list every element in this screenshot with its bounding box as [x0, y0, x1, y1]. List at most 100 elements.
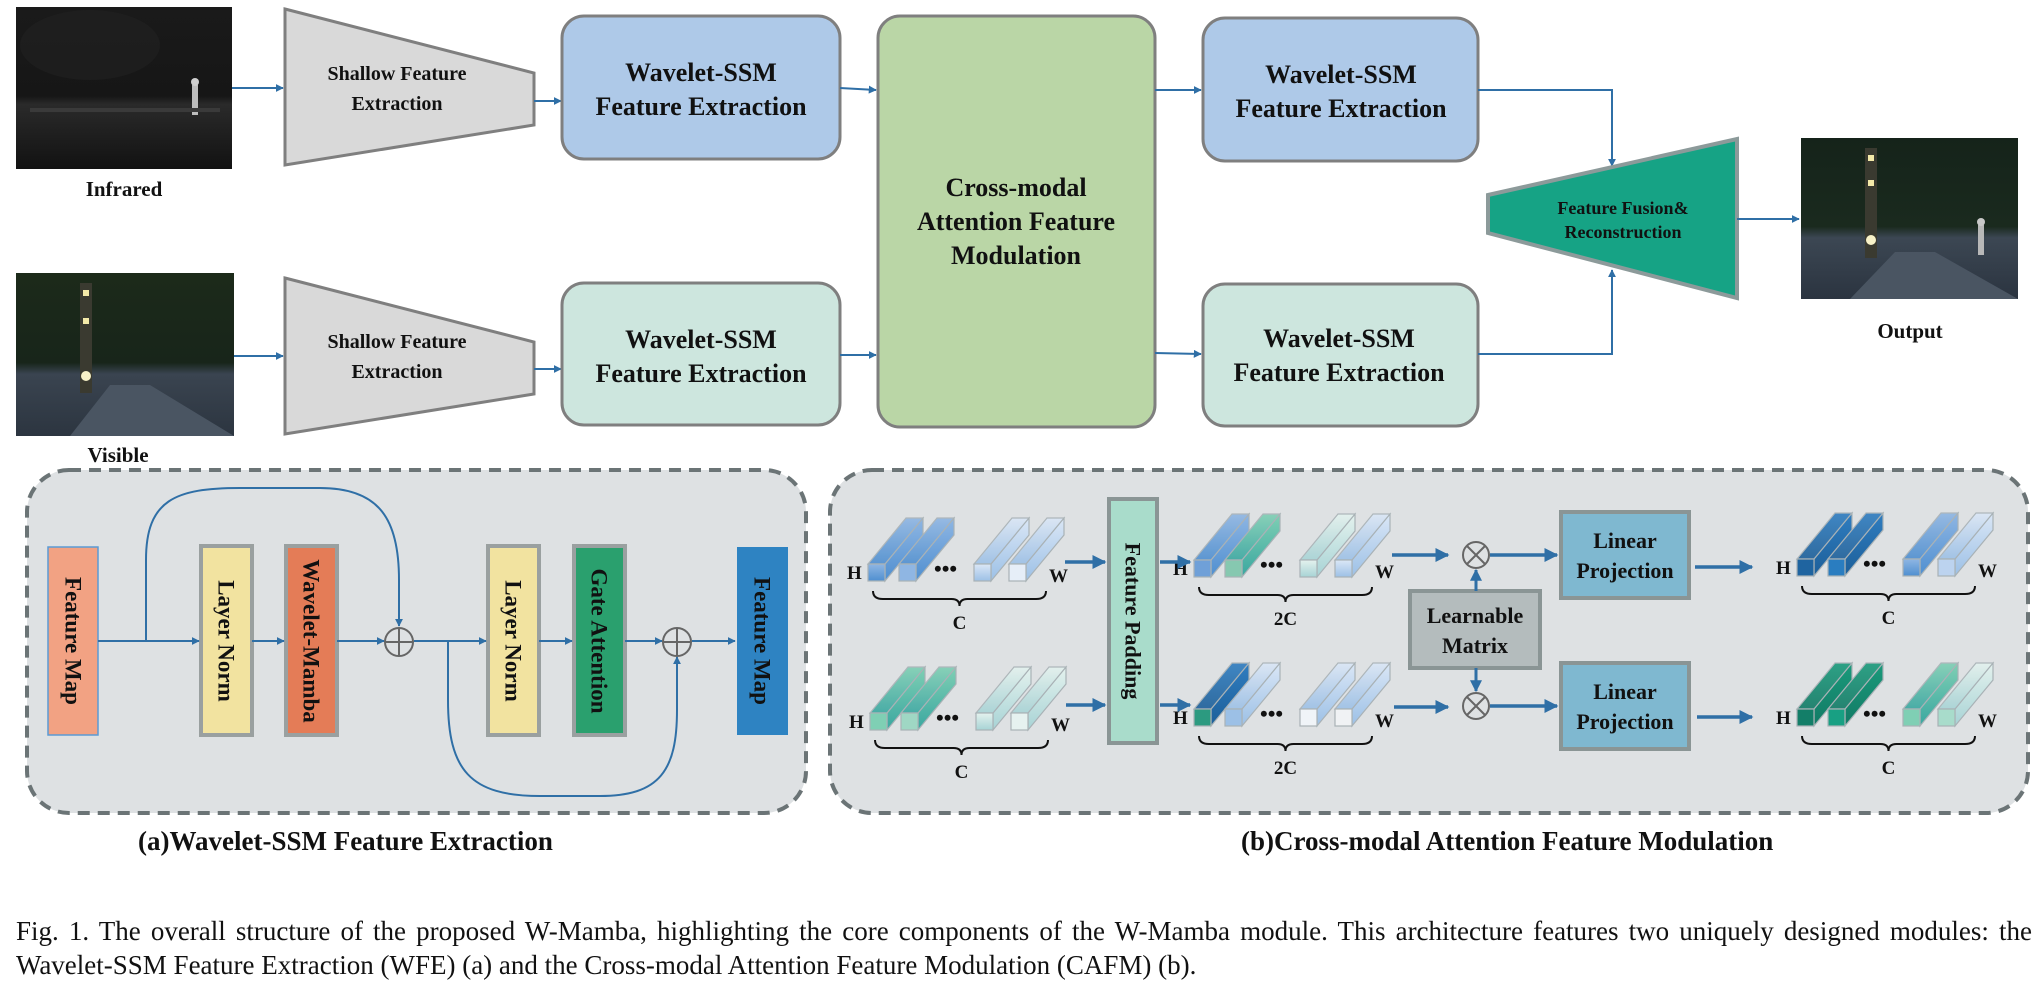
tensor-brace — [1801, 585, 1976, 602]
multiply-operator-vis — [1462, 692, 1490, 720]
tensor-bar-front — [1334, 559, 1353, 578]
tensor-dim-h: H — [847, 563, 862, 584]
tensor-dim-w: W — [1978, 711, 1997, 732]
tensor-dim-h: H — [1776, 558, 1791, 579]
wssm-block-ir-1: Wavelet-SSM Feature Extraction — [560, 14, 842, 161]
wssm-ir-1-line2: Feature Extraction — [595, 92, 807, 121]
svg-text:Layer Norm: Layer Norm — [501, 580, 526, 702]
tensor-dim-w: W — [1375, 562, 1394, 583]
connector-wssm-vis-to-fusion — [1478, 269, 1616, 355]
svg-text:Projection: Projection — [1576, 558, 1673, 583]
arrow-cafm-to-wssm-vis-2 — [1154, 349, 1202, 358]
tensor-dim-label: 2C — [1274, 609, 1297, 630]
tensor-dim-w: W — [1051, 715, 1070, 736]
tensor-dim-w: W — [1375, 711, 1394, 732]
tensor-ellipsis: ••• — [1863, 551, 1886, 576]
cafm-line2: Attention Feature — [917, 207, 1115, 236]
tensor-ellipsis: ••• — [934, 556, 957, 581]
tensor-dim-label: C — [1882, 608, 1896, 629]
tensor-bar-front — [1193, 559, 1212, 578]
feature-padding-block: Feature Padding — [1107, 497, 1159, 745]
tensor-brace — [1198, 586, 1373, 603]
tensor-bar-front — [1827, 558, 1846, 577]
tensor-brace — [874, 739, 1049, 756]
wssm-ir-2-line1: Wavelet-SSM — [1265, 60, 1417, 89]
visible-image — [16, 273, 234, 436]
tensor-dim-w: W — [1049, 566, 1068, 587]
tensor-bar-front — [1193, 708, 1212, 727]
svg-text:Linear: Linear — [1593, 679, 1657, 704]
wssm-ir-1-line1: Wavelet-SSM — [625, 58, 777, 87]
tensor-bar-front — [867, 563, 886, 582]
arrow-wssm-ir-to-cafm — [839, 85, 877, 94]
tensor-bar-front — [869, 712, 888, 731]
tensor-bar-front — [1008, 563, 1027, 582]
tensor-dim-label: C — [953, 613, 967, 634]
panel-a-wavelet-ssm: Feature Map Layer Norm Wavelet-Mamba Lay… — [25, 468, 808, 815]
tensor-bar-front — [973, 563, 992, 582]
svg-text:Learnable: Learnable — [1427, 603, 1524, 628]
tensor-dim-label: 2C — [1274, 758, 1297, 779]
tensor-dim-h: H — [1173, 708, 1188, 729]
tensor-brace — [872, 590, 1047, 607]
linear-projection-ir: Linear Projection — [1559, 510, 1691, 600]
panel-a-layer-norm-1: Layer Norm — [199, 544, 254, 737]
wssm-ir-2-line2: Feature Extraction — [1235, 94, 1447, 123]
cafm-line1: Cross-modal — [945, 173, 1086, 202]
tensor-ellipsis: ••• — [1260, 552, 1283, 577]
tensor-stack-ir-input: ••• H W C — [847, 516, 1068, 634]
tensor-bar-front — [1937, 708, 1956, 727]
tensor-bar-front — [1796, 558, 1815, 577]
shallow-1-line2: Extraction — [351, 93, 442, 115]
tensor-bar-front — [898, 563, 917, 582]
visible-label: Visible — [87, 443, 148, 467]
tensor-ellipsis: ••• — [1260, 701, 1283, 726]
linear-projection-vis: Linear Projection — [1559, 661, 1691, 751]
panel-a-add-operator-2 — [662, 627, 692, 657]
shallow-1-line1: Shallow Feature — [327, 63, 466, 85]
wssm-vis-2-line2: Feature Extraction — [1233, 358, 1445, 387]
tensor-dim-h: H — [849, 712, 864, 733]
cafm-line3: Modulation — [951, 241, 1082, 270]
shallow-2-line1: Shallow Feature — [327, 331, 466, 353]
tensor-brace — [1198, 735, 1373, 752]
tensor-brace — [1801, 735, 1976, 752]
panel-a-residual-top — [145, 487, 403, 641]
panel-a-residual-bottom — [447, 641, 681, 797]
shallow-feature-extraction-ir: Shallow Feature Extraction — [283, 7, 536, 167]
panel-a-feature-map-input: Feature Map — [47, 546, 99, 736]
tensor-bar-front — [900, 712, 919, 731]
panel-a-wavelet-mamba: Wavelet-Mamba — [284, 544, 339, 737]
tensor-bar-front — [1902, 708, 1921, 727]
svg-text:Wavelet-Mamba: Wavelet-Mamba — [299, 559, 324, 723]
tensor-ellipsis: ••• — [1863, 701, 1886, 726]
tensor-bar-front — [1334, 708, 1353, 727]
tensor-ellipsis: ••• — [936, 705, 959, 730]
svg-text:Layer Norm: Layer Norm — [214, 580, 239, 702]
tensor-bar-front — [1796, 708, 1815, 727]
tensor-bar-front — [975, 712, 994, 731]
cafm-block: Cross-modal Attention Feature Modulation — [876, 14, 1157, 429]
output-image — [1801, 138, 2018, 299]
tensor-bar-front — [1010, 712, 1029, 731]
svg-text:Linear: Linear — [1593, 528, 1657, 553]
tensor-bar-front — [1224, 559, 1243, 578]
wssm-vis-1-line2: Feature Extraction — [595, 359, 807, 388]
wssm-block-vis-1: Wavelet-SSM Feature Extraction — [560, 281, 842, 427]
multiply-operator-ir — [1462, 541, 1490, 569]
tensor-dim-label: C — [1882, 758, 1896, 779]
tensor-bar-front — [1224, 708, 1243, 727]
wssm-vis-2-line1: Wavelet-SSM — [1263, 324, 1415, 353]
feature-fusion-reconstruction-block: Feature Fusion& Reconstruction — [1486, 136, 1739, 301]
tensor-bar-front — [1827, 708, 1846, 727]
svg-text:Matrix: Matrix — [1442, 633, 1508, 658]
connector-wssm-ir-to-fusion — [1478, 89, 1616, 167]
figure-caption: Fig. 1. The overall structure of the pro… — [16, 916, 2032, 980]
